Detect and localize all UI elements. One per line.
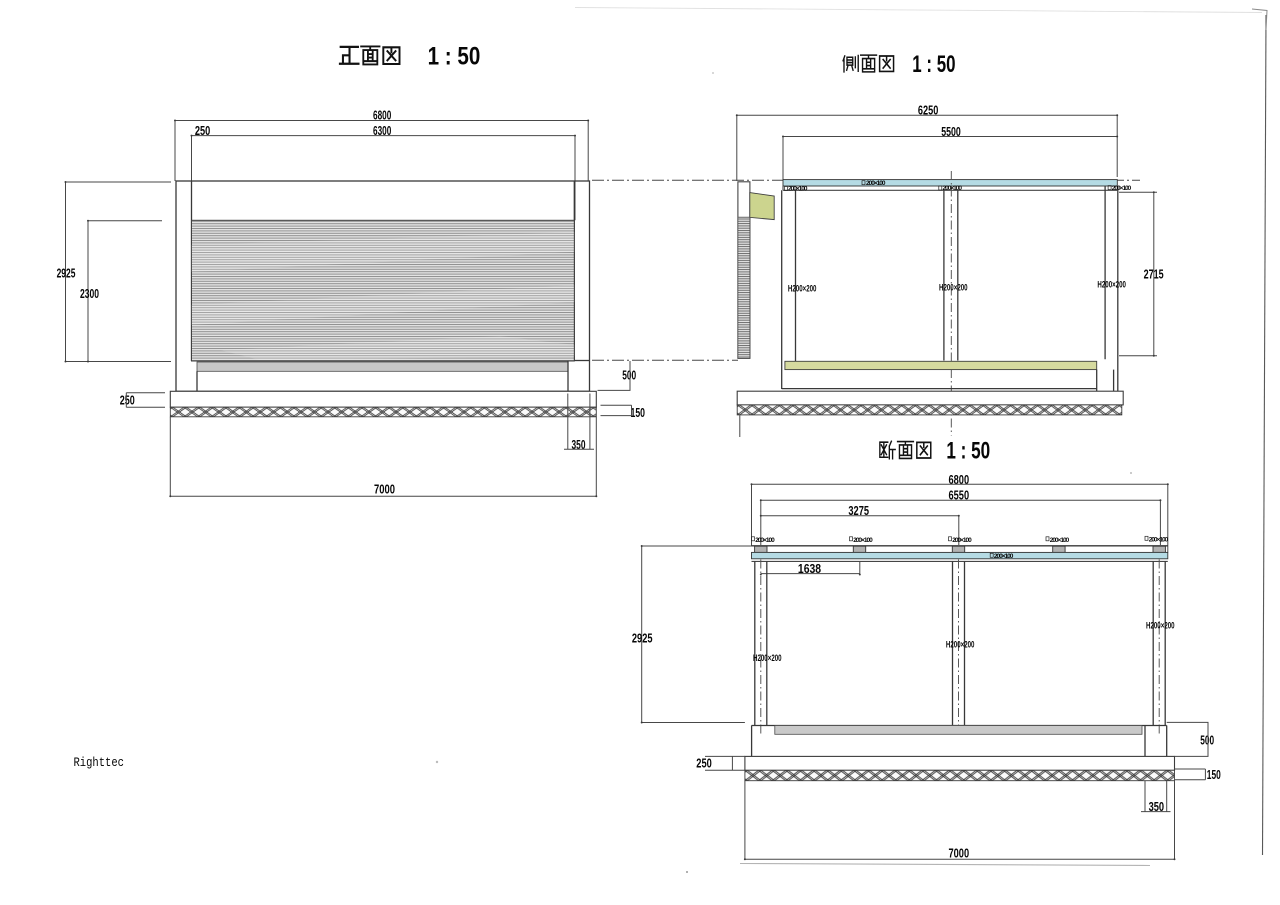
svg-text:200×100: 200×100 — [952, 537, 972, 544]
svg-text:6300: 6300 — [373, 124, 391, 138]
svg-text:200×100: 200×100 — [788, 186, 808, 193]
svg-text:150: 150 — [631, 406, 646, 420]
svg-text:200×100: 200×100 — [943, 185, 963, 192]
svg-text:1 : 50: 1 : 50 — [912, 52, 955, 78]
svg-text:7000: 7000 — [949, 847, 970, 861]
svg-text:2300: 2300 — [80, 287, 99, 301]
svg-text:350: 350 — [1149, 800, 1165, 814]
svg-text:H200×200: H200×200 — [788, 284, 817, 294]
svg-text:200×100: 200×100 — [1050, 537, 1070, 544]
svg-text:7000: 7000 — [374, 483, 395, 497]
svg-text:6800: 6800 — [373, 109, 391, 123]
svg-text:H200×200: H200×200 — [753, 653, 782, 663]
svg-text:350: 350 — [572, 438, 586, 452]
svg-text:H200×200: H200×200 — [1146, 620, 1175, 630]
svg-text:200×100: 200×100 — [1112, 185, 1132, 192]
svg-text:6800: 6800 — [949, 473, 970, 487]
svg-text:2925: 2925 — [632, 631, 653, 645]
svg-text:250: 250 — [696, 757, 712, 771]
svg-text:2715: 2715 — [1144, 268, 1164, 282]
svg-text:6250: 6250 — [918, 103, 938, 117]
svg-text:H200×200: H200×200 — [939, 282, 968, 292]
svg-text:200×100: 200×100 — [853, 537, 873, 544]
svg-text:200×100: 200×100 — [1149, 536, 1169, 543]
svg-text:1638: 1638 — [798, 562, 821, 576]
svg-text:H200×200: H200×200 — [1097, 280, 1126, 290]
svg-text:200×100: 200×100 — [994, 553, 1014, 560]
svg-text:1 : 50: 1 : 50 — [428, 43, 481, 71]
svg-text:3275: 3275 — [848, 504, 869, 518]
svg-text:1 : 50: 1 : 50 — [946, 438, 990, 464]
svg-text:6550: 6550 — [949, 488, 970, 502]
svg-text:2925: 2925 — [57, 267, 76, 281]
svg-text:200×100: 200×100 — [866, 180, 886, 187]
svg-text:250: 250 — [195, 124, 210, 138]
svg-text:150: 150 — [1207, 768, 1221, 782]
svg-text:5500: 5500 — [941, 125, 961, 139]
svg-text:250: 250 — [120, 393, 135, 407]
svg-text:H200×200: H200×200 — [946, 639, 975, 649]
svg-text:200×100: 200×100 — [755, 537, 775, 544]
svg-text:500: 500 — [1200, 733, 1214, 747]
svg-text:500: 500 — [622, 369, 636, 383]
svg-text:Righttec: Righttec — [74, 756, 125, 770]
